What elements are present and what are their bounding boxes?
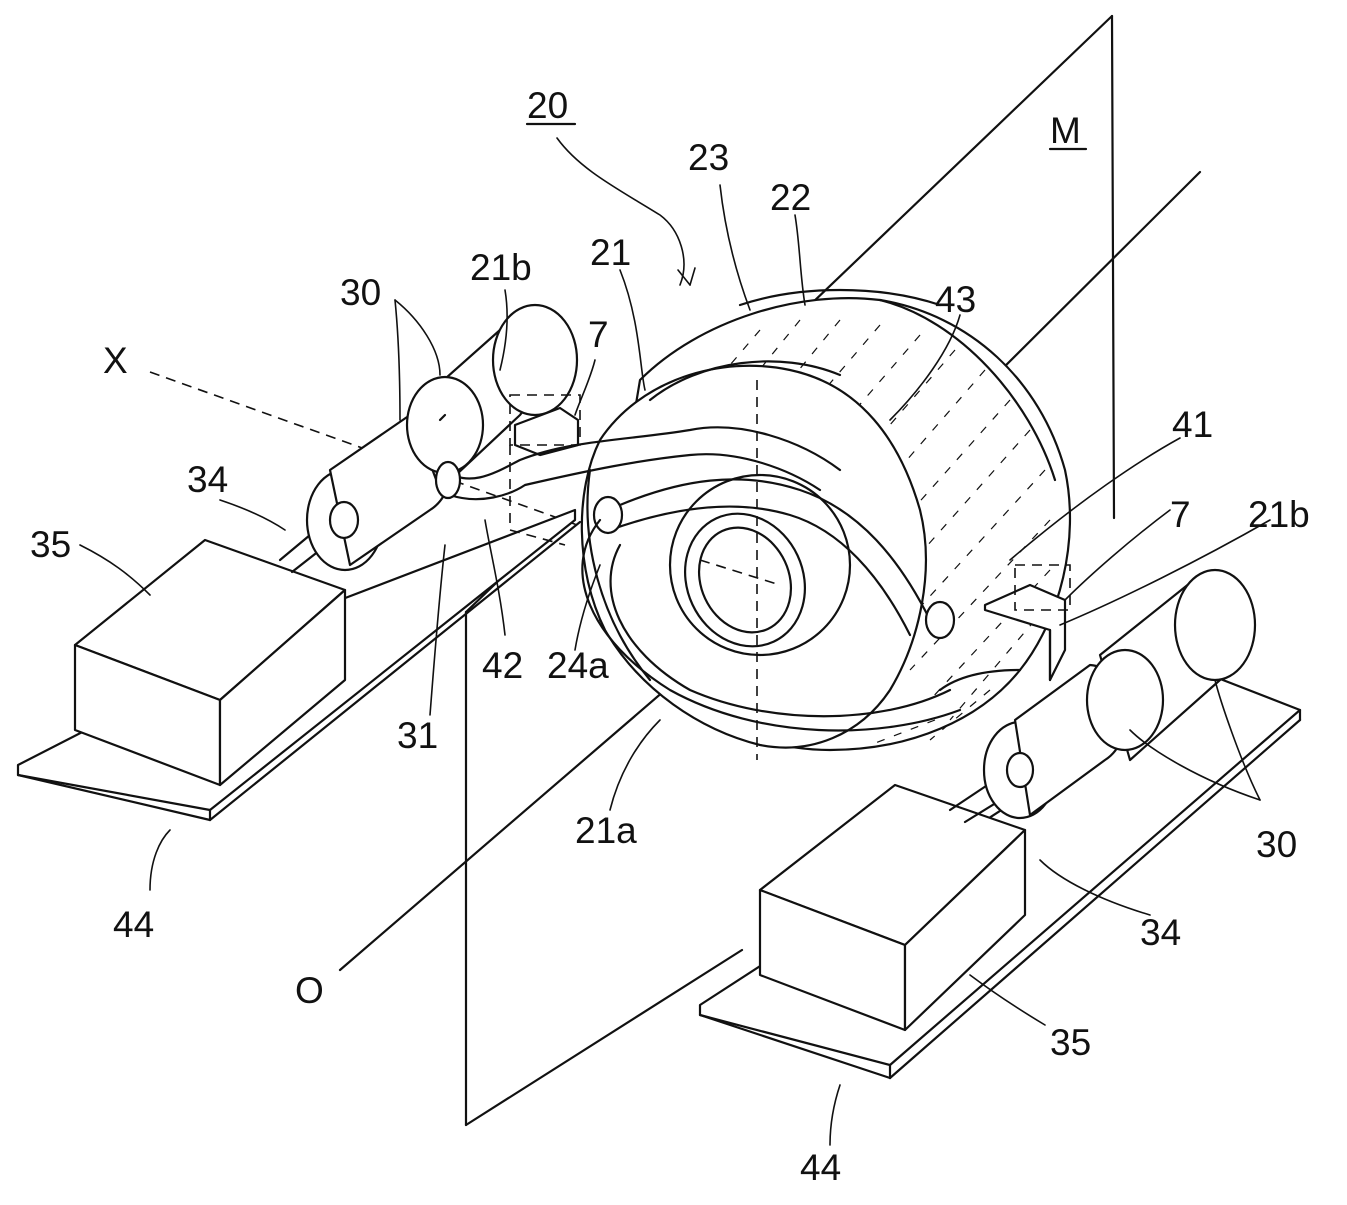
left-motor xyxy=(305,303,579,572)
label-21b-right: 21b xyxy=(1248,494,1310,535)
label-31: 31 xyxy=(397,715,438,756)
label-34-right: 34 xyxy=(1140,912,1181,953)
label-41: 41 xyxy=(1172,404,1213,445)
label-21a: 21a xyxy=(575,810,637,851)
label-7-right: 7 xyxy=(1170,494,1191,535)
label-m: M xyxy=(1050,110,1081,151)
right-motor xyxy=(982,568,1257,820)
pipe-42 xyxy=(434,426,842,501)
label-o: O xyxy=(295,970,324,1011)
label-35-left: 35 xyxy=(30,524,71,565)
label-42: 42 xyxy=(482,645,523,686)
label-44-right: 44 xyxy=(800,1147,841,1188)
label-7-left: 7 xyxy=(588,314,609,355)
label-30-right: 30 xyxy=(1256,824,1297,865)
label-20: 20 xyxy=(527,85,568,126)
right-box xyxy=(758,783,1027,1032)
label-24a: 24a xyxy=(547,645,609,686)
label-x: X xyxy=(103,340,128,381)
label-35-right: 35 xyxy=(1050,1022,1091,1063)
left-box xyxy=(73,538,347,787)
leader-lines xyxy=(79,137,1271,1146)
label-30-left: 30 xyxy=(340,272,381,313)
label-44-left: 44 xyxy=(113,904,154,945)
pipe-41 xyxy=(592,478,956,640)
label-21b-left: 21b xyxy=(470,247,532,288)
label-22: 22 xyxy=(770,177,811,218)
label-21-top: 21 xyxy=(590,232,631,273)
label-43: 43 xyxy=(935,279,976,320)
reference-labels: 20 M 23 22 21 21b 43 30 7 X 41 34 7 21b … xyxy=(30,85,1310,1188)
pipe-21a xyxy=(581,518,1022,732)
right-fitting-block xyxy=(983,564,1071,682)
label-23: 23 xyxy=(688,137,729,178)
label-34-left: 34 xyxy=(187,459,228,500)
